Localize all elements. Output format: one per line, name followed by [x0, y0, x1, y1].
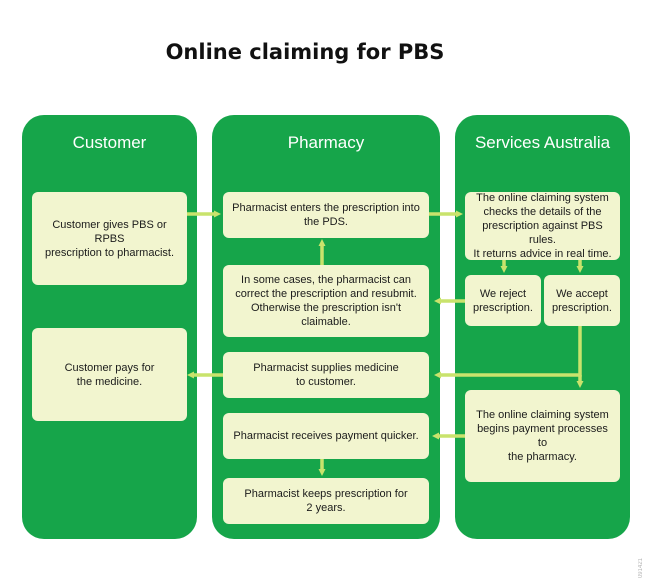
box-pharmacist-supplies: Pharmacist supplies medicine to customer…: [223, 352, 429, 398]
box-system-checks: The online claiming system checks the de…: [465, 192, 620, 260]
box-customer-gives-prescription: Customer gives PBS or RPBS prescription …: [32, 192, 187, 285]
box-pharmacist-enters: Pharmacist enters the prescription into …: [223, 192, 429, 238]
box-reject-prescription: We reject prescription.: [465, 275, 541, 326]
lane-title-services-australia: Services Australia: [474, 133, 611, 152]
lane-title-pharmacy: Pharmacy: [287, 133, 365, 152]
arrow-accept-to-supply: [434, 326, 582, 379]
box-customer-pays: Customer pays for the medicine.: [32, 328, 187, 421]
box-system-begins-payment: The online claiming system begins paymen…: [465, 390, 620, 482]
box-pharmacist-keeps-prescription: Pharmacist keeps prescription for 2 year…: [223, 478, 429, 524]
lane-title-customer: Customer: [72, 133, 147, 152]
document-code: 091421: [638, 557, 644, 578]
box-accept-prescription: We accept prescription.: [544, 275, 620, 326]
diagram-title: Online claiming for PBS: [165, 40, 445, 64]
lane-customer: [22, 115, 197, 539]
box-pharmacist-corrects: In some cases, the pharmacist can correc…: [223, 265, 429, 337]
box-pharmacist-receives-payment: Pharmacist receives payment quicker.: [223, 413, 429, 459]
